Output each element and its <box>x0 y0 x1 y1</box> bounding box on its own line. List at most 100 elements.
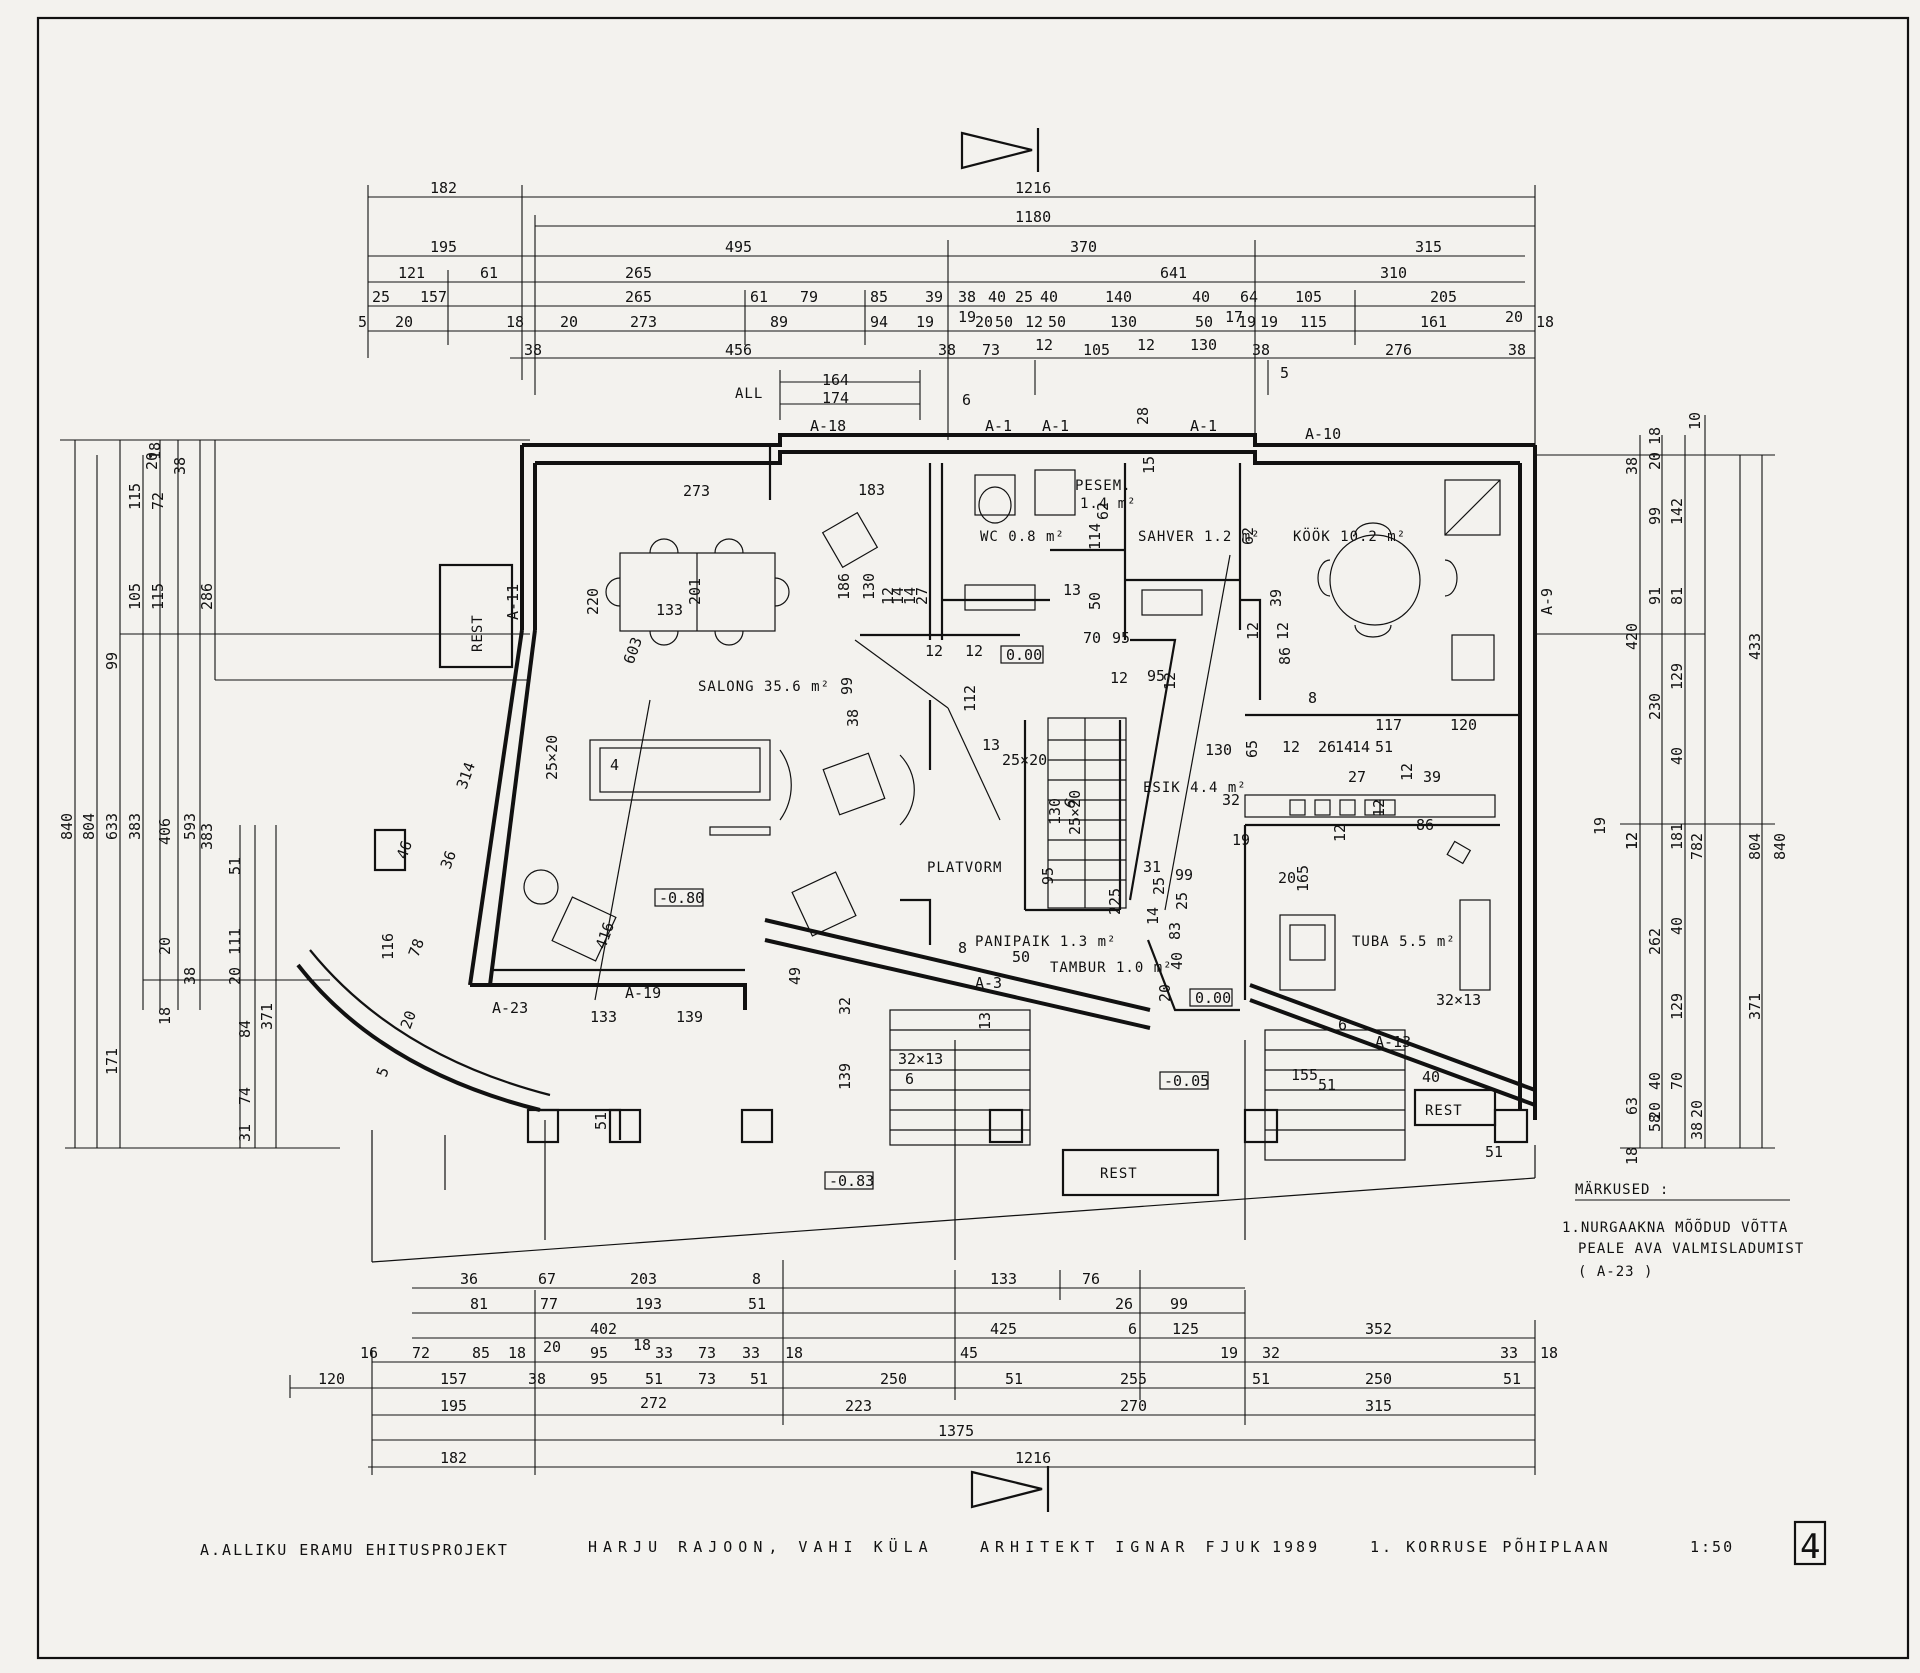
interior-dim-label: 15 <box>1140 456 1158 474</box>
dim-label: 61 <box>480 264 498 282</box>
rest-label: REST <box>1100 1166 1138 1182</box>
interior-dim-label: 225 <box>1106 888 1124 915</box>
interior-dim-label: 62 <box>1239 527 1257 545</box>
dim-label: 74 <box>236 1087 254 1105</box>
room-kook: KÖÖK 10.2 m² <box>1293 527 1406 545</box>
interior-dim-label: 49 <box>786 967 804 985</box>
room-platvorm: PLATVORM <box>927 860 1002 876</box>
dim-label: 38 <box>524 341 542 359</box>
dim-label: 18 <box>1623 1147 1641 1165</box>
interior-dim-label: 25×20 <box>543 735 561 780</box>
dim-label: 51 <box>748 1295 766 1313</box>
room-esik: ESIK 4.4 m² <box>1143 780 1247 796</box>
dim-label: 193 <box>635 1295 662 1313</box>
interior-dim-label: 32×13 <box>898 1050 943 1068</box>
interior-dim-label: 83 <box>1166 922 1184 940</box>
interior-dim-label: 14 <box>889 587 907 605</box>
dim-label: 402 <box>590 1320 617 1338</box>
dim-label: 120 <box>318 1370 345 1388</box>
dim-label: 105 <box>1295 288 1322 306</box>
dim-label: 18 <box>1540 1344 1558 1362</box>
dim-label: 1216 <box>1015 179 1051 197</box>
rest-label: REST <box>470 614 486 652</box>
dim-label: 5 <box>1280 364 1289 382</box>
dim-label: 352 <box>1365 1320 1392 1338</box>
scale: 1:50 <box>1690 1538 1734 1556</box>
window-tag: A-1 <box>985 417 1012 435</box>
interior-dim-label: 25×20 <box>1066 790 1084 835</box>
furniture <box>523 469 1501 991</box>
interior-dim-label: 139 <box>676 1008 703 1026</box>
dim-label: 633 <box>103 813 121 840</box>
room-pesem-area: 1.4 m² <box>1080 496 1137 512</box>
dim-label: 804 <box>1746 833 1764 860</box>
interior-dim-label: 65 <box>1243 740 1261 758</box>
interior-dim-label: 6 <box>905 1070 914 1088</box>
interior-dim-label: 28 <box>1134 407 1152 425</box>
interior-dim-label: 8 <box>1308 689 1317 707</box>
dim-label: 315 <box>1415 238 1442 256</box>
dim-label: 26 <box>1115 1295 1133 1313</box>
dim-label: 50 <box>1195 313 1213 331</box>
dim-label: 38 <box>171 457 189 475</box>
dim-label: 121 <box>398 264 425 282</box>
dim-label: 6 <box>962 391 971 409</box>
dim-label: 25 <box>1015 288 1033 306</box>
left-dimension-chains <box>60 439 530 1149</box>
interior-dim-label: 12 <box>1370 799 1388 817</box>
interior-dim-label: 133 <box>656 601 683 619</box>
dim-label: 18 <box>1536 313 1554 331</box>
dim-label: 130 <box>1110 313 1137 331</box>
interior-dim-label: 51 <box>1375 738 1393 756</box>
dim-label: 371 <box>258 1003 276 1030</box>
dim-label: 51 <box>226 857 244 875</box>
architect-name: ARHITEKT IGNAR FJUK <box>980 1538 1266 1556</box>
room-panipaik: PANIPAIK 1.3 m² <box>975 934 1116 950</box>
interior-dim-label: 32 <box>1222 791 1240 809</box>
dim-label: 85 <box>472 1344 490 1362</box>
sheet-border <box>36 16 1910 1660</box>
dim-label: 310 <box>1380 264 1407 282</box>
interior-dim-label: 40 <box>1422 1068 1440 1086</box>
interior-dim-label: 120 <box>1450 716 1477 734</box>
interior-dim-label: 38 <box>844 709 862 727</box>
window-tag: A-13 <box>1375 1033 1411 1051</box>
room-tuba: TUBA 5.5 m² <box>1352 934 1456 950</box>
dim-label: 72 <box>149 492 167 510</box>
dim-label: 18 <box>1646 427 1664 445</box>
interior-dim-label: 12 <box>1110 669 1128 687</box>
columns <box>373 828 407 872</box>
bottom-dimension-labels: 36 67 203 8 133 76 81 77 193 51 26 99 40… <box>318 1270 1558 1467</box>
window-tag: A-3 <box>975 974 1002 992</box>
dim-label: 129 <box>1668 993 1686 1020</box>
dim-label: 32 <box>1262 1344 1280 1362</box>
dim-label: 182 <box>440 1449 467 1467</box>
dim-label: 12 <box>1623 832 1641 850</box>
dim-label: 95 <box>590 1344 608 1362</box>
interior-dim-label: 86 <box>1416 816 1434 834</box>
dim-label: 130 <box>1190 336 1217 354</box>
exterior-steps <box>889 1009 1406 1161</box>
dim-label: 99 <box>1646 507 1664 525</box>
dim-label: 804 <box>80 813 98 840</box>
dim-label: 18 <box>156 1007 174 1025</box>
stove-circle <box>523 869 559 905</box>
interior-dim-label: 14 <box>1352 738 1370 756</box>
interior-dim-label: 26 <box>1318 738 1336 756</box>
project-title: A.ALLIKU ERAMU EHITUSPROJEKT <box>200 1541 509 1559</box>
dim-label: 76 <box>1082 1270 1100 1288</box>
terrace-curve <box>296 949 1536 1263</box>
dim-label: 12 <box>1623 832 1641 850</box>
dim-label: 641 <box>1160 264 1187 282</box>
staircase <box>1047 717 1127 909</box>
dim-label: 420 <box>1623 623 1641 650</box>
interior-dim-label: 220 <box>584 588 602 615</box>
dim-label: 38 <box>1688 1122 1706 1140</box>
dim-label: 593 <box>181 813 199 840</box>
interior-dim-label: 99 <box>1175 866 1193 884</box>
dim-label: 40 <box>1646 1072 1664 1090</box>
dim-label: 51 <box>645 1370 663 1388</box>
room-sahver: SAHVER 1.2 m² <box>1138 529 1261 545</box>
dim-label: 45 <box>960 1344 978 1362</box>
interior-dim-label: 95 <box>1147 667 1165 685</box>
